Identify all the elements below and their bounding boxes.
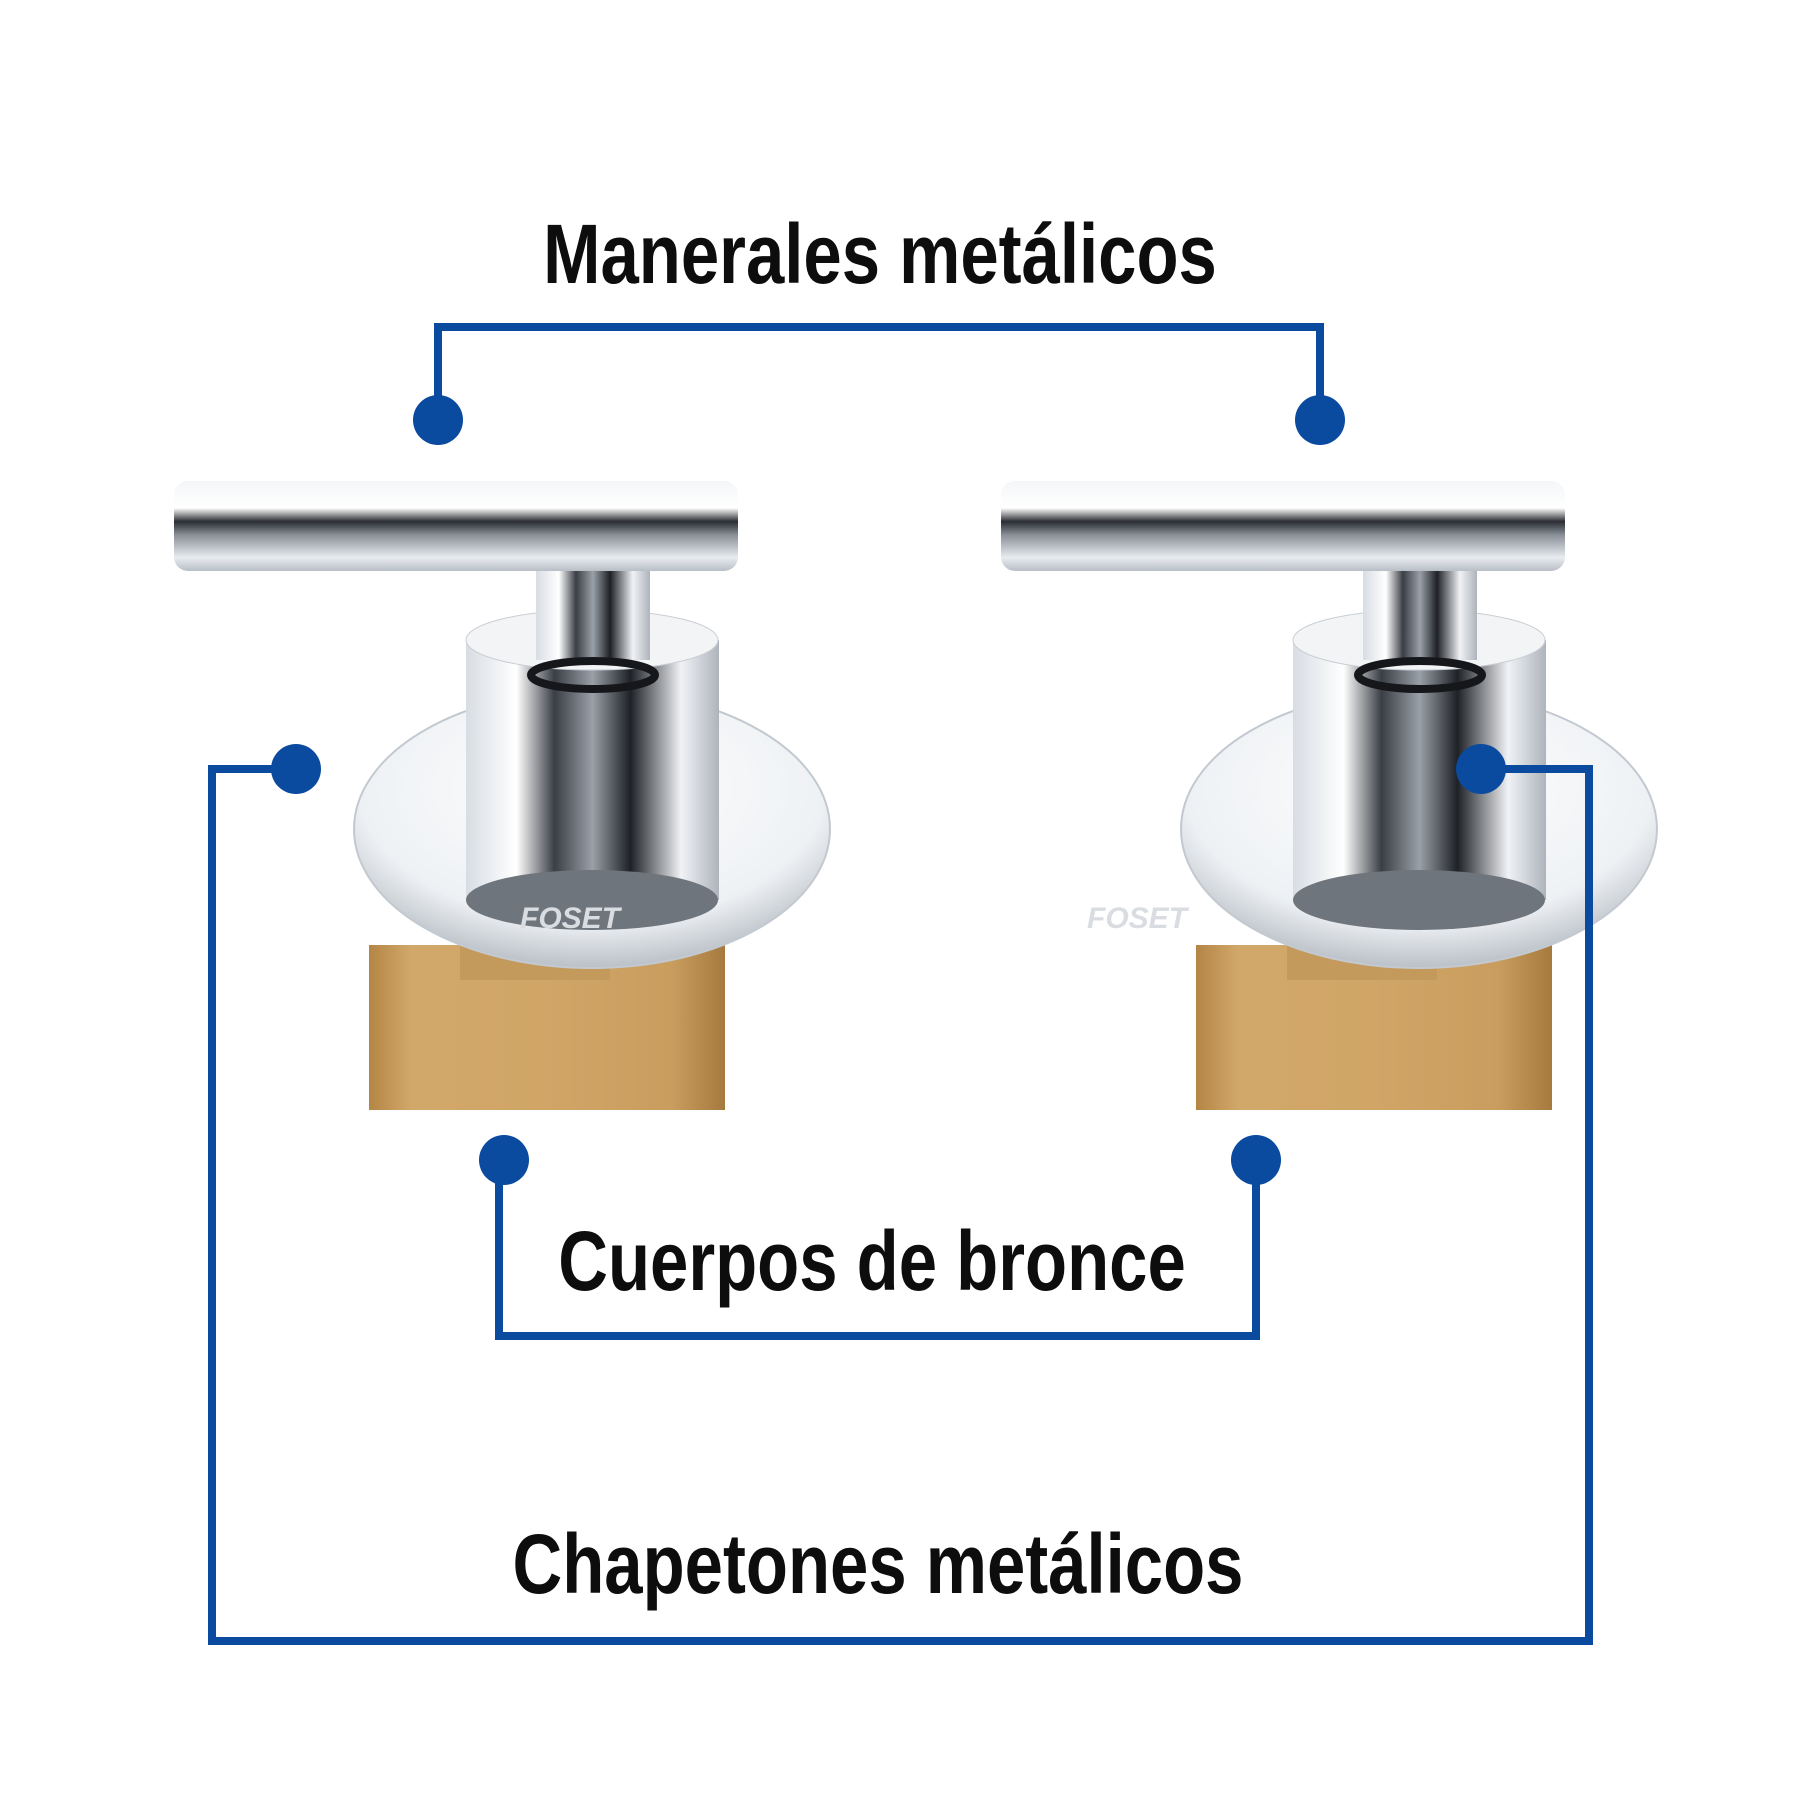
callout-dot (413, 395, 463, 445)
callout-dot (1456, 744, 1506, 794)
escutcheons-callout (208, 765, 1593, 1645)
escutcheons-label: Chapetones metálicos (513, 1518, 1244, 1612)
bodies-label: Cuerpos de bronce (558, 1215, 1186, 1309)
handles-label: Manerales metálicos (543, 208, 1217, 302)
callout-dot (479, 1135, 529, 1185)
callout-dot (1295, 395, 1345, 445)
brand-logo-left: FOSET (520, 902, 623, 935)
callout-dot (1231, 1135, 1281, 1185)
handles-callout (434, 323, 1324, 420)
valve-right (1001, 481, 1657, 1110)
callout-dot (271, 744, 321, 794)
valve-left (174, 481, 830, 1110)
brand-logo-right: FOSET (1087, 902, 1190, 935)
bodies-callout (495, 1160, 1260, 1340)
